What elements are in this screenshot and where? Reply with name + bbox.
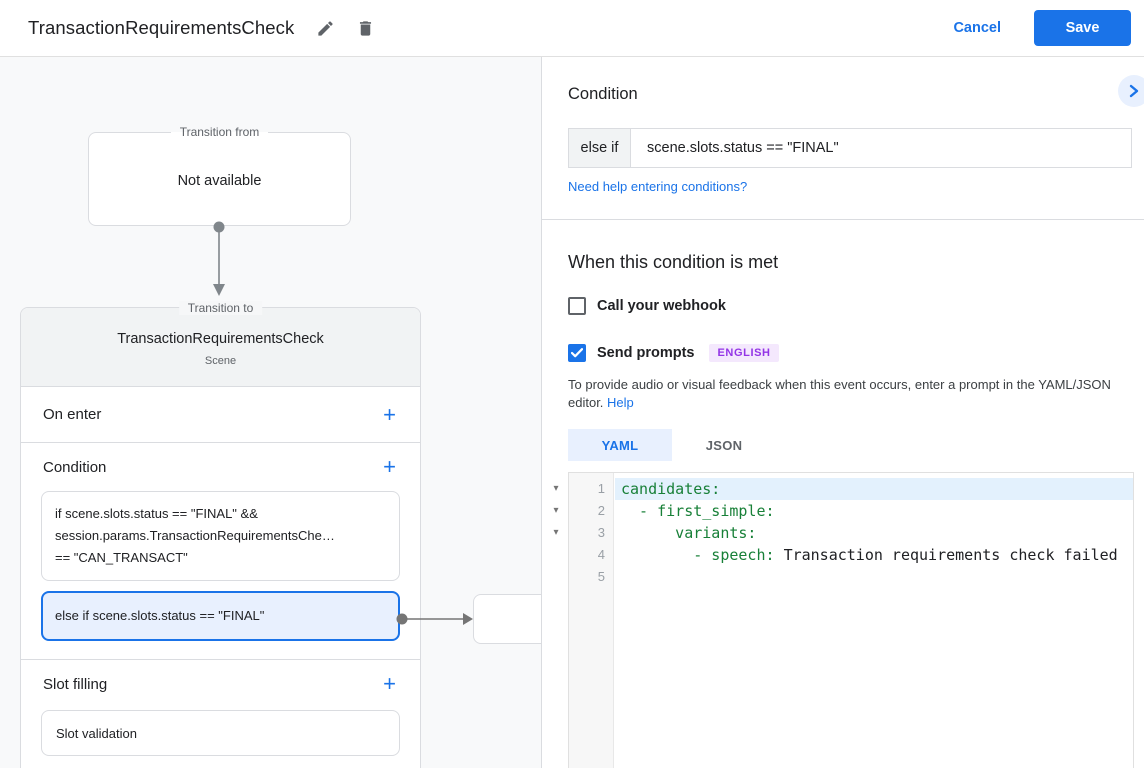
- webhook-option-row: Call your webhook: [568, 297, 726, 315]
- code-text: variants:: [621, 524, 757, 542]
- code-text: - speech: Transaction requirements check…: [621, 546, 1118, 564]
- slot-item-validation[interactable]: Slot validation: [41, 710, 400, 756]
- condition-input-row: else if: [568, 128, 1132, 168]
- condition-section-head: Condition +: [21, 443, 420, 491]
- code-text: - first_simple:: [621, 502, 775, 520]
- editor-format-tabs: YAML JSON: [568, 429, 776, 461]
- page-title: TransactionRequirementsCheck: [28, 17, 295, 38]
- scene-card-header[interactable]: TransactionRequirementsCheck Scene: [21, 308, 420, 387]
- panel-title: Condition: [568, 85, 638, 103]
- condition-detail-panel: Condition else if Need help entering con…: [541, 57, 1144, 768]
- fold-toggle-icon[interactable]: ▾: [553, 482, 559, 494]
- slot-item-text: Slot validation: [56, 725, 137, 741]
- line-number: 5: [597, 569, 605, 584]
- save-button[interactable]: Save: [1034, 10, 1131, 46]
- scene-flow-canvas: Transition from Not available Transition…: [0, 57, 541, 768]
- panel-divider: [542, 219, 1144, 220]
- line-number: 2: [597, 503, 605, 518]
- right-arrow-connector: [396, 613, 473, 625]
- language-badge: ENGLISH: [709, 344, 779, 362]
- condition-item-elseif[interactable]: else if scene.slots.status == "FINAL": [41, 591, 400, 641]
- condition-prefix: else if: [569, 129, 631, 167]
- cancel-button[interactable]: Cancel: [953, 20, 1001, 36]
- top-header: TransactionRequirementsCheck Cancel Save: [0, 0, 1144, 57]
- line-number-gutter: [569, 473, 614, 768]
- add-on-enter-button[interactable]: +: [381, 401, 398, 427]
- send-prompts-label: Send prompts: [597, 345, 695, 361]
- section-divider: [21, 659, 420, 660]
- prompts-option-row: Send prompts ENGLISH: [568, 344, 779, 362]
- code-text: candidates:: [615, 478, 1133, 500]
- transition-from-box: Transition from Not available: [88, 125, 351, 226]
- tab-yaml[interactable]: YAML: [568, 429, 672, 461]
- down-arrow-connector: [213, 221, 225, 296]
- line-number: 3: [597, 525, 605, 540]
- webhook-label: Call your webhook: [597, 298, 726, 314]
- code-text: [615, 566, 1133, 588]
- code-line[interactable]: 1 candidates:: [569, 478, 1133, 500]
- transition-from-label: Transition from: [179, 125, 260, 139]
- transition-target-box[interactable]: [473, 594, 541, 644]
- fold-toggle-icon[interactable]: ▾: [553, 526, 559, 538]
- scene-card: Transition to TransactionRequirementsChe…: [20, 301, 421, 768]
- scene-name: TransactionRequirementsCheck: [117, 331, 324, 347]
- prompt-description: To provide audio or visual feedback when…: [568, 376, 1134, 412]
- chevron-right-icon: [1129, 84, 1139, 98]
- condition-expression-input[interactable]: [631, 129, 1131, 167]
- check-icon: [571, 348, 583, 358]
- webhook-checkbox[interactable]: [568, 297, 586, 315]
- prompt-description-text: To provide audio or visual feedback when…: [568, 377, 1111, 410]
- fold-toggle-icon[interactable]: ▾: [553, 504, 559, 516]
- line-number: 4: [597, 547, 605, 562]
- on-enter-section: On enter +: [21, 387, 420, 443]
- transition-to-label: Transition to: [178, 301, 263, 315]
- condition-line: if scene.slots.status == "FINAL" &&: [55, 506, 258, 521]
- edit-title-button[interactable]: [312, 15, 338, 41]
- scene-type-label: Scene: [204, 355, 237, 367]
- add-icon: +: [383, 401, 396, 427]
- delete-scene-button[interactable]: [352, 15, 378, 41]
- condition-help-link[interactable]: Need help entering conditions?: [568, 179, 748, 194]
- send-prompts-checkbox[interactable]: [568, 344, 586, 362]
- slot-filling-label: Slot filling: [43, 675, 108, 693]
- when-met-heading: When this condition is met: [568, 252, 779, 272]
- prompt-help-link[interactable]: Help: [607, 395, 634, 410]
- condition-line: session.params.TransactionRequirementsCh…: [55, 528, 335, 543]
- trash-icon: [359, 20, 371, 36]
- code-line[interactable]: 3 variants:: [569, 522, 1133, 544]
- transition-from-value: Not available: [177, 173, 262, 189]
- collapse-panel-button[interactable]: [1118, 75, 1144, 107]
- condition-item-if[interactable]: if scene.slots.status == "FINAL" && sess…: [41, 491, 400, 581]
- tab-json[interactable]: JSON: [705, 437, 743, 453]
- add-icon: +: [383, 454, 396, 479]
- condition-line: == "CAN_TRANSACT": [55, 550, 188, 565]
- condition-section-label: Condition: [43, 458, 107, 476]
- code-line[interactable]: 4 - speech: Transaction requirements che…: [569, 544, 1133, 566]
- add-slot-button[interactable]: +: [381, 673, 398, 695]
- fold-gutter: ▾ ▾ ▾: [548, 472, 564, 768]
- add-condition-button[interactable]: +: [381, 456, 398, 478]
- line-number: 1: [597, 481, 605, 496]
- code-line[interactable]: 5: [569, 566, 1133, 588]
- code-line[interactable]: 2 - first_simple:: [569, 500, 1133, 522]
- add-icon: +: [383, 671, 396, 696]
- on-enter-label: On enter: [43, 406, 102, 423]
- condition-text: else if scene.slots.status == "FINAL": [55, 608, 265, 623]
- slot-filling-section-head: Slot filling +: [21, 660, 420, 708]
- pencil-icon: [318, 20, 333, 36]
